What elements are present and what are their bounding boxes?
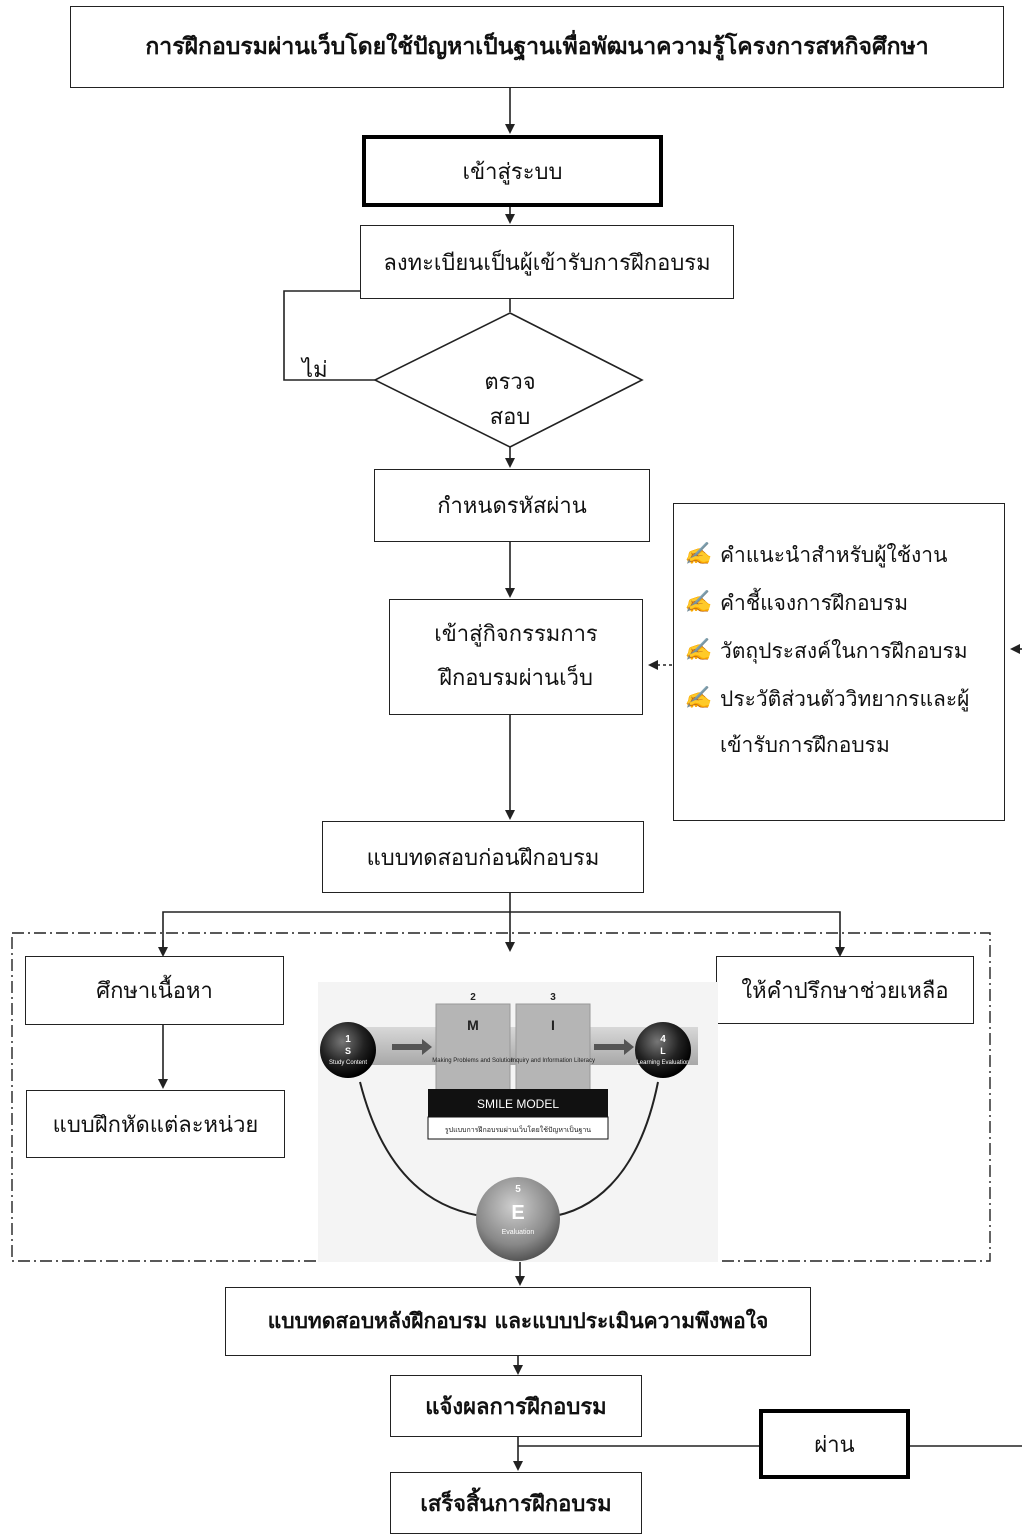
register-text: ลงทะเบียนเป็นผู้เข้ารับการฝึกอบรม [383,250,711,276]
study-content-box: ศึกษาเนื้อหา [25,956,284,1025]
notify-result-box: แจ้งผลการฝึกอบรม [390,1375,642,1437]
smile-l-text: Learning Evaluation [636,1060,689,1066]
smile-model-figure: 1 S Study Content 4 L Learning Evaluatio… [318,982,718,1262]
unit-exercise-text: แบบฝึกหัดแต่ละหน่วย [52,1112,259,1138]
smile-curve-left [359,1081,489,1218]
posttest-box: แบบทดสอบหลังฝึกอบรม และแบบประเมินความพึง… [225,1287,811,1356]
smile-arrow-icon [594,1039,634,1055]
login-box: เข้าสู่ระบบ [362,135,663,207]
smile-i-num: 3 [550,992,556,1003]
pen-icon: ✍ [684,590,712,615]
counseling-text: ให้คำปรึกษาช่วยเหลือ [741,978,949,1004]
finish-text: เสร็จสิ้นการฝึกอบรม [420,1490,612,1517]
smile-label-bg [428,1089,608,1117]
smile-subtitle: รูปแบบการฝึกอบรมผ่านเว็บโดยใช้ปัญหาเป็นฐ… [445,1125,591,1134]
smile-e-letter: E [511,1202,524,1224]
smile-m-letter: M [467,1017,479,1033]
smile-ball-l [635,1022,691,1078]
no-label: ไม่ [302,358,328,383]
pen-icon: ✍ [684,542,712,567]
note-item: ✍ วัตถุประสงค์ในการฝึกอบรม [684,628,996,674]
note-item: ✍ คำชี้แจงการฝึกอบรม [684,580,996,626]
study-content-text: ศึกษาเนื้อหา [96,979,213,1004]
set-password-box: กำหนดรหัสผ่าน [374,469,650,542]
unit-exercise-box: แบบฝึกหัดแต่ละหน่วย [26,1090,285,1158]
title-box: การฝึกอบรมผ่านเว็บโดยใช้ปัญหาเป็นฐานเพื่… [70,6,1004,88]
smile-s-text: Study Content [329,1060,367,1066]
smile-e-text: Evaluation [502,1229,535,1236]
smile-l-letter: L [660,1046,666,1056]
note-text: ประวัติส่วนตัววิทยากรและผู้เข้ารับการฝึก… [720,687,970,757]
title-text: การฝึกอบรมผ่านเว็บโดยใช้ปัญหาเป็นฐานเพื่… [145,33,929,60]
note-item: ✍ คำแนะนำสำหรับผู้ใช้งาน [684,532,996,578]
smile-block-m [435,1003,511,1095]
note-text: คำชี้แจงการฝึกอบรม [720,591,909,615]
smile-arrow-icon [392,1039,432,1055]
smile-m-num: 2 [470,992,476,1003]
check-text: ตรวจสอบ [484,370,536,430]
set-password-text: กำหนดรหัสผ่าน [437,494,587,519]
enter-activity-line2: ฝึกอบรมผ่านเว็บ [439,666,593,691]
pretest-text: แบบทดสอบก่อนฝึกอบรม [366,845,600,871]
smile-block-i [515,1003,591,1095]
smile-subtitle-bg [427,1116,609,1140]
smile-i-text: Inquiry and Information Literacy [511,1058,595,1064]
pass-text: ผ่าน [814,1432,855,1458]
counseling-box: ให้คำปรึกษาช่วยเหลือ [716,956,974,1024]
smile-e-num: 5 [515,1184,521,1195]
note-text: วัตถุประสงค์ในการฝึกอบรม [720,639,968,663]
login-text: เข้าสู่ระบบ [462,159,563,185]
posttest-text: แบบทดสอบหลังฝึกอบรม และแบบประเมินความพึง… [267,1308,769,1333]
smile-curve-right [547,1081,659,1218]
smile-s-letter: S [345,1046,351,1056]
enter-activity-line1: เข้าสู่กิจกรรมการ [434,622,598,647]
smile-l-num: 4 [660,1034,666,1045]
finish-box: เสร็จสิ้นการฝึกอบรม [390,1472,642,1534]
notes-box: ✍ คำแนะนำสำหรับผู้ใช้งาน ✍ คำชี้แจงการฝึ… [673,503,1005,821]
smile-i-letter: I [551,1017,555,1033]
smile-label: SMILE MODEL [477,1097,559,1111]
pretest-box: แบบทดสอบก่อนฝึกอบรม [322,821,644,893]
register-box: ลงทะเบียนเป็นผู้เข้ารับการฝึกอบรม [360,225,734,299]
note-item: ✍ ประวัติส่วนตัววิทยากรและผู้เข้ารับการฝ… [684,676,996,768]
smile-ball-e [476,1177,560,1261]
enter-activity-box: เข้าสู่กิจกรรมการ ฝึกอบรมผ่านเว็บ [389,599,643,715]
pen-icon: ✍ [684,686,712,711]
notify-result-text: แจ้งผลการฝึกอบรม [425,1393,607,1420]
pass-box: ผ่าน [759,1409,910,1479]
pen-icon: ✍ [684,638,712,663]
smile-ball-s [320,1022,376,1078]
smile-s-num: 1 [345,1034,351,1045]
note-text: คำแนะนำสำหรับผู้ใช้งาน [720,543,948,567]
smile-m-text: Making Problems and Solution [432,1058,513,1064]
